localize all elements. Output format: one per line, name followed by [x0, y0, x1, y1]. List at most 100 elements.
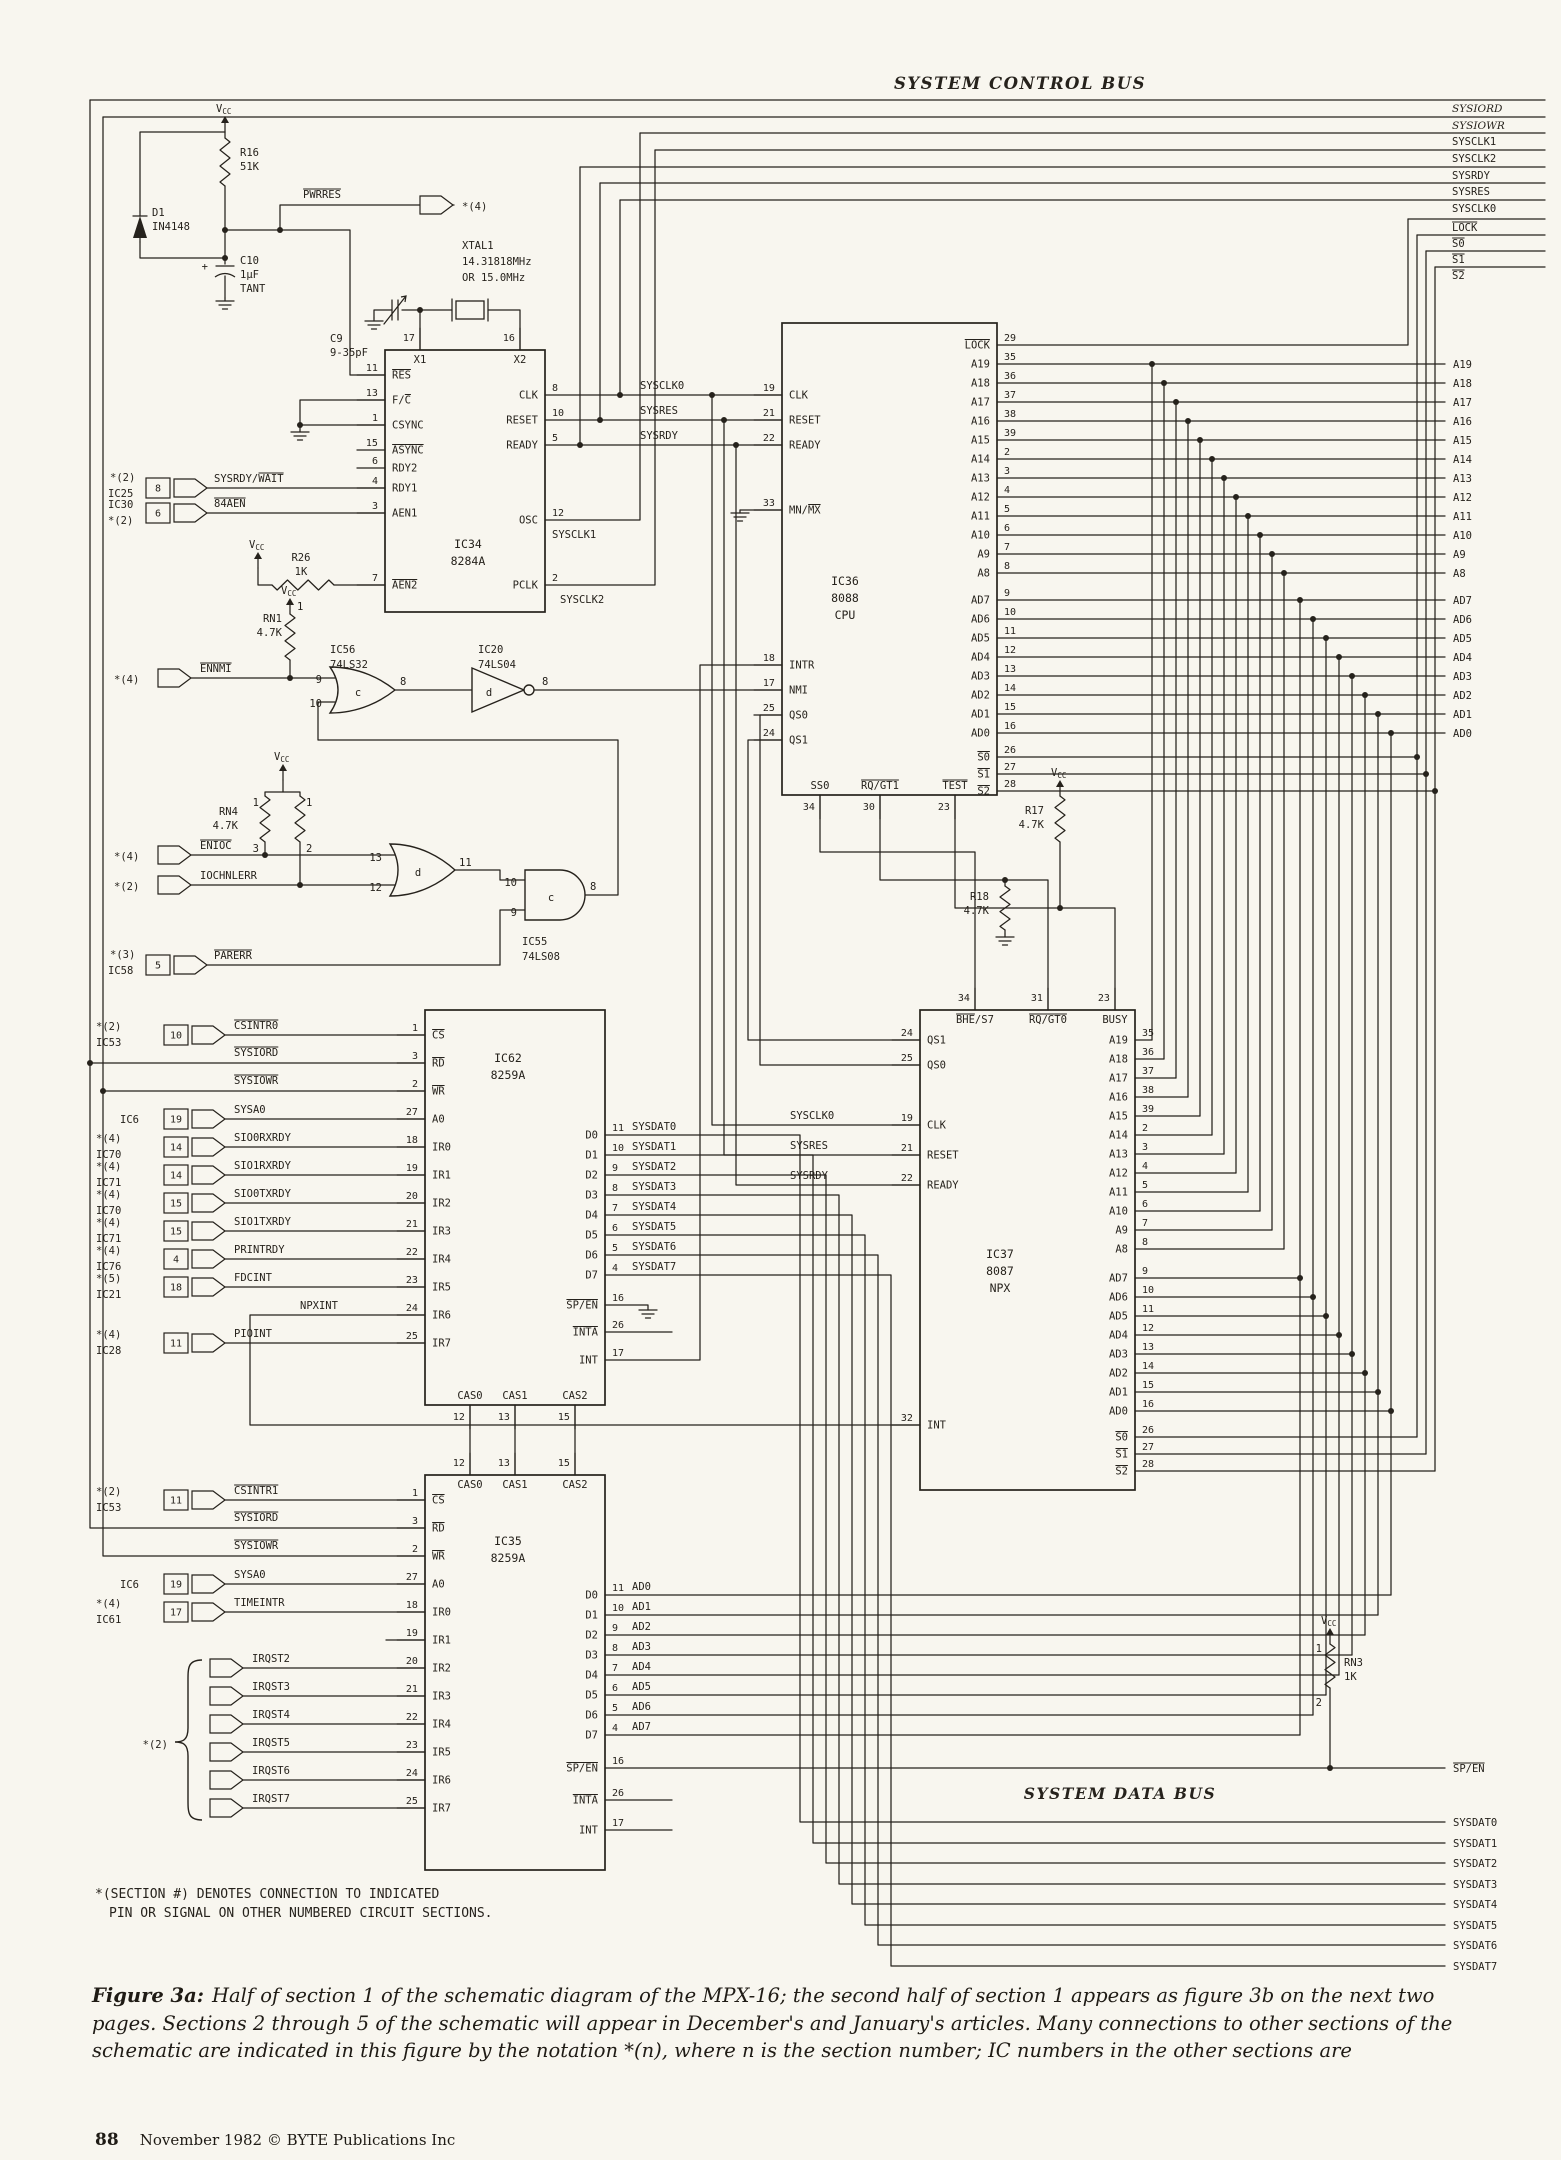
svg-text:S2: S2	[977, 786, 990, 798]
svg-text:22: 22	[763, 433, 775, 444]
svg-text:14: 14	[1142, 1361, 1154, 1372]
svg-text:AD1: AD1	[632, 1601, 651, 1613]
svg-text:IOCHNLERR: IOCHNLERR	[200, 870, 258, 882]
svg-text:16: 16	[612, 1756, 624, 1767]
svg-text:3: 3	[412, 1051, 418, 1062]
svg-text:SYSDAT7: SYSDAT7	[1453, 1961, 1497, 1973]
svg-text:SYSCLK2: SYSCLK2	[560, 594, 604, 606]
svg-text:19: 19	[406, 1628, 418, 1639]
svg-text:8: 8	[542, 676, 548, 688]
svg-text:8: 8	[590, 881, 596, 893]
ic34-8284a	[384, 349, 546, 613]
svg-text:*(4): *(4)	[96, 1133, 121, 1145]
svg-text:AD0: AD0	[971, 728, 990, 740]
svg-text:34: 34	[958, 993, 970, 1004]
svg-text:6: 6	[612, 1683, 618, 1694]
svg-text:15: 15	[170, 1199, 182, 1210]
svg-text:11: 11	[170, 1496, 182, 1507]
svg-text:13: 13	[1142, 1342, 1154, 1353]
svg-text:IC58: IC58	[108, 965, 133, 977]
svg-text:2: 2	[1316, 1697, 1322, 1709]
svg-text:SYSIORD: SYSIORD	[234, 1047, 278, 1059]
svg-text:WR: WR	[432, 1086, 445, 1098]
svg-text:RQ/GT1: RQ/GT1	[861, 780, 899, 792]
svg-text:AD1: AD1	[1109, 1387, 1128, 1399]
svg-text:IC53: IC53	[96, 1037, 121, 1049]
svg-text:X1: X1	[414, 354, 427, 366]
svg-text:74LS04: 74LS04	[478, 659, 516, 671]
svg-text:A10: A10	[971, 530, 990, 542]
svg-text:A19: A19	[1109, 1035, 1128, 1047]
svg-text:AD3: AD3	[971, 671, 990, 683]
svg-text:C9: C9	[330, 333, 343, 345]
svg-text:D7: D7	[585, 1270, 598, 1282]
svg-text:*(2): *(2)	[114, 881, 139, 893]
svg-text:A11: A11	[1453, 511, 1472, 523]
svg-text:RES: RES	[392, 370, 411, 382]
system-data-bus-label: SYSTEM DATA BUS	[1023, 1784, 1217, 1803]
svg-text:15: 15	[170, 1227, 182, 1238]
svg-text:S2: S2	[1452, 270, 1465, 282]
svg-text:IR4: IR4	[432, 1719, 451, 1731]
svg-text:SYSDAT7: SYSDAT7	[632, 1261, 676, 1273]
svg-text:AD2: AD2	[971, 690, 990, 702]
svg-text:ASYNC: ASYNC	[392, 445, 424, 457]
svg-text:2: 2	[1142, 1123, 1148, 1134]
svg-text:SYSA0: SYSA0	[234, 1569, 266, 1581]
svg-text:IC56: IC56	[330, 644, 355, 656]
figure-label: Figure 3a:	[92, 1984, 204, 2007]
svg-text:RN3: RN3	[1344, 1657, 1363, 1669]
svg-text:8087: 8087	[986, 1264, 1014, 1278]
svg-text:FDCINT: FDCINT	[234, 1272, 273, 1284]
svg-text:10: 10	[612, 1143, 624, 1154]
svg-text:A17: A17	[1453, 397, 1472, 409]
svg-text:SIO0TXRDY: SIO0TXRDY	[234, 1188, 292, 1200]
svg-text:17: 17	[612, 1818, 624, 1829]
svg-text:A15: A15	[1109, 1111, 1128, 1123]
svg-text:24: 24	[763, 728, 775, 739]
svg-text:1K: 1K	[295, 566, 308, 578]
svg-text:23: 23	[406, 1275, 418, 1286]
svg-text:*(2): *(2)	[108, 515, 133, 527]
svg-text:*(3): *(3)	[110, 949, 135, 961]
svg-text:SYSRES: SYSRES	[790, 1140, 828, 1152]
svg-text:AD3: AD3	[632, 1641, 651, 1653]
svg-text:8: 8	[1142, 1237, 1148, 1248]
svg-text:5: 5	[552, 433, 558, 444]
svg-text:17: 17	[612, 1348, 624, 1359]
svg-text:D0: D0	[585, 1130, 598, 1142]
svg-text:24: 24	[901, 1028, 913, 1039]
svg-text:15: 15	[1004, 702, 1016, 713]
svg-text:AD4: AD4	[1453, 652, 1472, 664]
svg-text:AD2: AD2	[1109, 1368, 1128, 1380]
svg-text:3: 3	[1142, 1142, 1148, 1153]
svg-text:*(4): *(4)	[114, 674, 139, 686]
svg-text:AD5: AD5	[1109, 1311, 1128, 1323]
svg-text:1: 1	[372, 413, 378, 424]
svg-text:A9: A9	[1115, 1225, 1128, 1237]
svg-text:16: 16	[1142, 1399, 1154, 1410]
svg-text:2: 2	[306, 843, 312, 855]
svg-text:IC61: IC61	[96, 1614, 121, 1626]
svg-text:CAS2: CAS2	[562, 1390, 587, 1402]
svg-text:QS1: QS1	[789, 735, 808, 747]
svg-text:7: 7	[372, 573, 378, 584]
svg-text:A12: A12	[971, 492, 990, 504]
svg-text:11: 11	[366, 363, 378, 374]
svg-text:21: 21	[406, 1219, 418, 1230]
publication-info: November 1982 © BYTE Publications Inc	[139, 2131, 456, 2149]
svg-text:CSYNC: CSYNC	[392, 420, 424, 432]
svg-text:SYSDAT1: SYSDAT1	[1453, 1838, 1497, 1850]
svg-text:84AEN: 84AEN	[214, 498, 246, 510]
svg-text:IR2: IR2	[432, 1663, 451, 1675]
svg-text:A10: A10	[1453, 530, 1472, 542]
svg-text:S0: S0	[1115, 1432, 1128, 1444]
svg-text:TEST: TEST	[942, 780, 968, 792]
svg-text:8259A: 8259A	[491, 1068, 526, 1082]
svg-text:2: 2	[412, 1544, 418, 1555]
svg-text:A13: A13	[971, 473, 990, 485]
svg-text:4: 4	[1142, 1161, 1148, 1172]
svg-text:IC70: IC70	[96, 1149, 121, 1161]
svg-text:OR 15.0MHz: OR 15.0MHz	[462, 272, 525, 284]
svg-text:11: 11	[1142, 1304, 1154, 1315]
